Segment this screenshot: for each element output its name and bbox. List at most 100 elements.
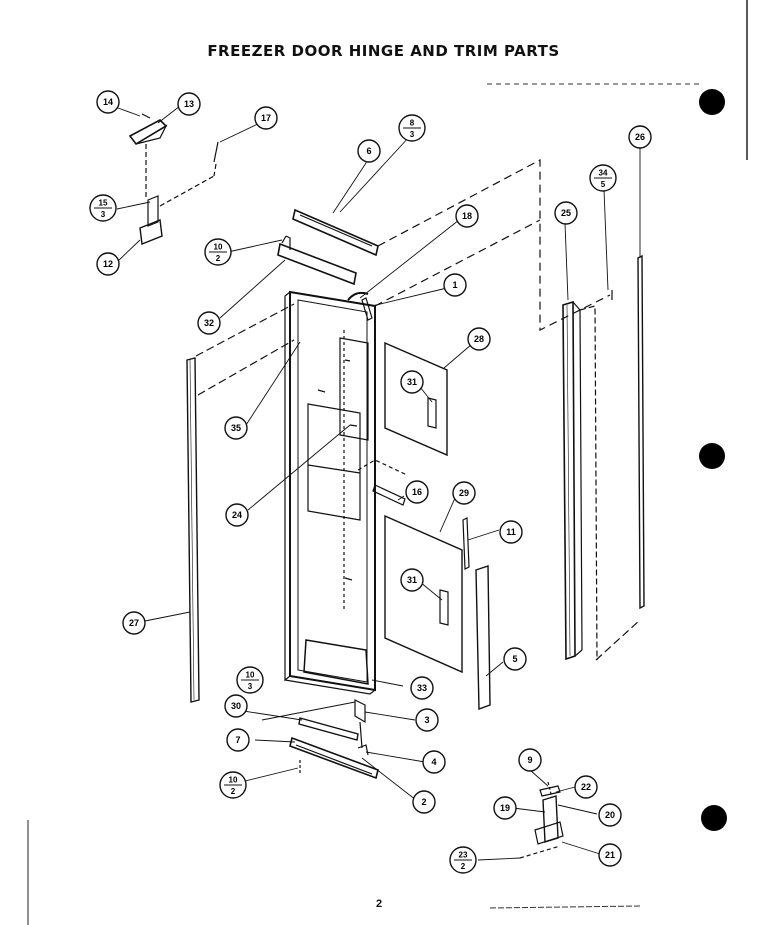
callout-12: 12 (96, 252, 120, 276)
callout-label: 14 (103, 97, 113, 107)
callout-label: 31 (407, 575, 417, 585)
fraction-denominator: 2 (461, 862, 466, 871)
gasket-right (562, 300, 576, 661)
callout-14: 14 (96, 90, 120, 114)
callout-label: 16 (412, 487, 422, 497)
fraction-callout-10-2: 102 (204, 238, 232, 266)
binder-hole-middle (699, 443, 725, 469)
callout-32: 32 (197, 311, 221, 335)
callout-label: 6 (366, 146, 371, 156)
callout-circle (554, 201, 578, 225)
page-title: FREEZER DOOR HINGE AND TRIM PARTS (207, 42, 560, 60)
fraction-callout-23-2: 232 (449, 846, 477, 874)
callout-label: 9 (527, 755, 532, 765)
callout-9: 9 (518, 748, 542, 772)
callout-circle (410, 676, 434, 700)
fraction-callout-8-3: 83 (398, 114, 426, 142)
callout-circle (493, 796, 517, 820)
callout-circle (455, 204, 479, 228)
fraction-denominator: 3 (101, 210, 106, 219)
callout-label: 31 (407, 377, 417, 387)
callout-circle (254, 106, 278, 130)
callout-19: 19 (493, 796, 517, 820)
callout-31: 31 (400, 568, 424, 592)
callout-circle (452, 481, 476, 505)
callout-label: 28 (474, 334, 484, 344)
fraction-callout-10-2: 102 (219, 771, 247, 799)
callout-circle (224, 416, 248, 440)
callout-circle (598, 843, 622, 867)
callout-label: 4 (431, 757, 436, 767)
callout-circle (574, 775, 598, 799)
callout-label: 2 (421, 797, 426, 807)
callout-circle (225, 503, 249, 527)
callout-label: 27 (129, 618, 139, 628)
callout-circle (422, 750, 446, 774)
callout-circle (400, 568, 424, 592)
callout-33: 33 (410, 676, 434, 700)
callout-label: 12 (103, 259, 113, 269)
callout-3: 3 (415, 708, 439, 732)
callout-label: 24 (232, 510, 242, 520)
callout-label: 3 (424, 715, 429, 725)
callout-circle (628, 125, 652, 149)
page-number: 2 (376, 898, 383, 910)
gasket-left (186, 357, 200, 703)
callout-circle (177, 92, 201, 116)
callout-21: 21 (598, 843, 622, 867)
callout-label: 25 (561, 208, 571, 218)
callout-label: 22 (581, 782, 591, 792)
callout-circle (96, 90, 120, 114)
callout-label: 11 (506, 527, 516, 537)
callout-13: 13 (177, 92, 201, 116)
callout-circle (96, 252, 120, 276)
callout-circle (598, 803, 622, 827)
callout-circle (405, 480, 429, 504)
fraction-numerator: 15 (99, 199, 108, 208)
callout-35: 35 (224, 416, 248, 440)
callout-label: 30 (231, 701, 241, 711)
callout-circle (400, 370, 424, 394)
callout-22: 22 (574, 775, 598, 799)
callout-label: 21 (605, 850, 615, 860)
fraction-numerator: 10 (246, 671, 255, 680)
fraction-denominator: 3 (248, 682, 253, 691)
callout-25: 25 (554, 201, 578, 225)
callout-17: 17 (254, 106, 278, 130)
callout-circle (415, 708, 439, 732)
callout-24: 24 (225, 503, 249, 527)
callout-label: 26 (635, 132, 645, 142)
callout-7: 7 (226, 728, 250, 752)
callout-circle (357, 139, 381, 163)
fraction-denominator: 2 (231, 787, 236, 796)
callout-29: 29 (452, 481, 476, 505)
callout-circle (503, 647, 527, 671)
callout-label: 32 (204, 318, 214, 328)
callout-2: 2 (412, 790, 436, 814)
callout-6: 6 (357, 139, 381, 163)
fraction-numerator: 10 (229, 776, 238, 785)
callout-label: 5 (512, 654, 517, 664)
callout-label: 7 (235, 735, 240, 745)
callout-circle (518, 748, 542, 772)
callout-circle (122, 611, 146, 635)
callout-circle (467, 327, 491, 351)
binder-hole-top (699, 89, 725, 115)
fraction-callout-15-3: 153 (89, 194, 117, 222)
callout-11: 11 (499, 520, 523, 544)
callout-circle (499, 520, 523, 544)
door-liner (289, 290, 376, 692)
callout-label: 29 (459, 488, 469, 498)
fraction-numerator: 10 (214, 243, 223, 252)
callout-label: 33 (417, 683, 427, 693)
fraction-numerator: 23 (459, 851, 468, 860)
callout-1: 1 (443, 273, 467, 297)
callout-5: 5 (503, 647, 527, 671)
callout-label: 1 (452, 280, 457, 290)
callout-label: 35 (231, 423, 241, 433)
callout-circle (412, 790, 436, 814)
callout-circle (197, 311, 221, 335)
fraction-denominator: 2 (216, 254, 221, 263)
callout-27: 27 (122, 611, 146, 635)
